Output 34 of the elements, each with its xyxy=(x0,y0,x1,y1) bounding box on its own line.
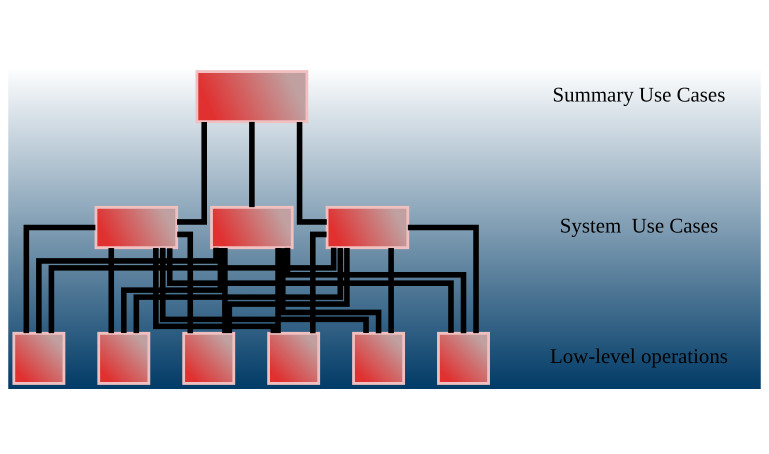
node-box xyxy=(437,331,490,384)
node-box xyxy=(267,331,320,384)
connector xyxy=(177,231,194,333)
connector xyxy=(153,247,276,333)
node-box xyxy=(94,205,178,249)
label: System Use Cases xyxy=(560,212,718,237)
connector xyxy=(296,121,327,224)
label: Summary Use Cases xyxy=(552,82,726,106)
node-box xyxy=(12,331,66,384)
connector xyxy=(134,248,344,333)
node-box xyxy=(210,205,294,249)
node-box xyxy=(182,331,236,384)
node-box xyxy=(352,331,406,384)
connector xyxy=(275,247,281,333)
connector xyxy=(408,224,479,333)
connector xyxy=(108,247,114,333)
connector xyxy=(36,247,219,333)
connector xyxy=(48,247,336,333)
node-box xyxy=(97,331,150,384)
connector xyxy=(226,248,350,333)
connector xyxy=(280,248,382,333)
node-box xyxy=(326,205,410,249)
connector xyxy=(121,248,224,332)
node-box xyxy=(196,70,308,123)
label: Low-level operations xyxy=(550,344,728,368)
connector xyxy=(284,247,466,333)
connector xyxy=(249,121,255,207)
connector xyxy=(166,248,454,332)
connector xyxy=(160,247,369,333)
connector xyxy=(388,247,394,333)
connector xyxy=(222,247,228,333)
connector xyxy=(176,121,207,224)
connector xyxy=(24,224,96,333)
connector xyxy=(310,231,327,333)
